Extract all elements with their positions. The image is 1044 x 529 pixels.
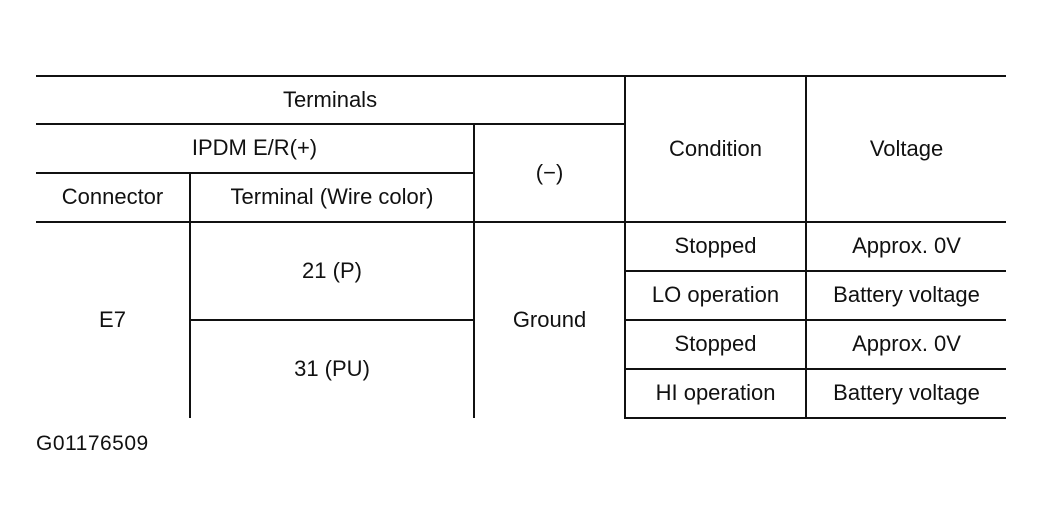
header-terminals: Terminals — [36, 75, 627, 125]
terminal-cell-2: 31 (PU) — [190, 320, 475, 418]
header-terminal-wire: Terminal (Wire color) — [190, 173, 475, 223]
condition-cell: HI operation — [625, 369, 808, 419]
voltage-cell: Approx. 0V — [806, 222, 1007, 272]
header-connector: Connector — [36, 173, 191, 223]
condition-cell: LO operation — [625, 271, 808, 321]
terminal-voltage-table: Terminals Condition Voltage IPDM E/R(+) … — [36, 75, 1007, 419]
connector-cell: E7 — [36, 222, 191, 418]
voltage-cell: Battery voltage — [806, 271, 1007, 321]
header-ipdm: IPDM E/R(+) — [36, 124, 475, 174]
header-voltage: Voltage — [806, 75, 1007, 223]
voltage-cell: Approx. 0V — [806, 320, 1007, 370]
header-condition: Condition — [625, 75, 808, 223]
header-negative: (−) — [474, 124, 627, 223]
terminal-cell-1: 21 (P) — [190, 222, 475, 321]
condition-cell: Stopped — [625, 320, 808, 370]
figure-code: G01176509 — [36, 432, 149, 455]
voltage-cell: Battery voltage — [806, 369, 1007, 419]
condition-cell: Stopped — [625, 222, 808, 272]
ground-cell: Ground — [474, 222, 627, 418]
